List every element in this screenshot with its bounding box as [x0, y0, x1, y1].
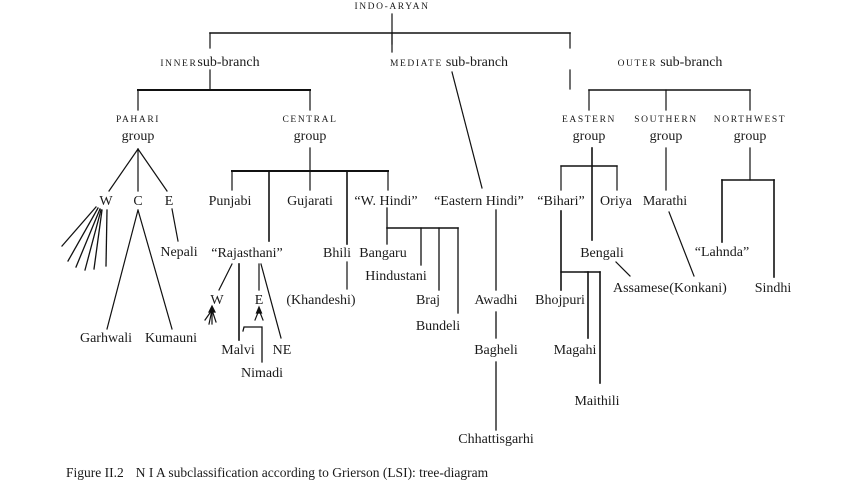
tree-edges: [61, 13, 775, 431]
node-braj: Braj: [416, 293, 440, 308]
node-malvi: Malvi: [221, 343, 255, 358]
node-bihari: “Bihari”: [537, 194, 584, 209]
figure-number: Figure II.2: [66, 465, 124, 480]
node-chhattisgarhi: Chhattisgarhi: [458, 432, 534, 447]
group-northwest-label: group: [734, 129, 767, 144]
node-assamese: Assamese: [613, 281, 669, 296]
edge-raj-ne: [260, 263, 282, 339]
figure-title: N I A subclassification according to Gri…: [136, 465, 489, 480]
node-hindustani: Hindustani: [365, 269, 427, 284]
node-khandeshi: (Khandeshi): [286, 293, 356, 308]
edge-e-nepali: [171, 208, 179, 242]
node-raj-w: W: [210, 293, 224, 308]
node-marathi: Marathi: [643, 194, 687, 209]
edge-pahari-w: [108, 148, 139, 192]
edge-raj-w: [218, 263, 233, 291]
node-w-hindi: “W. Hindi”: [354, 194, 417, 209]
raj-e-arrow: [254, 305, 264, 321]
node-awadhi: Awadhi: [474, 293, 517, 308]
group-central-caps: CENTRAL: [282, 115, 337, 125]
group-pahari-label: group: [122, 129, 155, 144]
node-pahari-w: W: [99, 194, 113, 209]
node-eastern-hindi: “Eastern Hindi”: [434, 194, 524, 209]
group-northwest-caps: NORTHWEST: [714, 115, 786, 125]
node-ne: NE: [273, 343, 292, 358]
group-eastern-label: group: [573, 129, 606, 144]
group-southern-label: group: [650, 129, 683, 144]
node-bundeli: Bundeli: [416, 319, 460, 334]
node-sindhi: Sindhi: [755, 281, 792, 296]
edge-pahari-e: [137, 148, 168, 192]
edge-nimadi: [242, 326, 263, 363]
group-central-label: group: [294, 129, 327, 144]
edge-bengali-assamese: [615, 261, 631, 277]
node-konkani: (Konkani): [669, 281, 727, 296]
node-bangaru: Bangaru: [359, 246, 406, 261]
figure-caption: Figure II.2 N I A subclassification accor…: [66, 465, 489, 480]
edge-mediate-eastern-hindi: [451, 71, 483, 189]
node-gujarati: Gujarati: [287, 194, 333, 209]
node-oriya: Oriya: [600, 194, 633, 209]
node-kumauni: Kumauni: [145, 331, 197, 346]
node-pahari-c: C: [133, 194, 142, 209]
node-bhili: Bhili: [323, 246, 351, 261]
node-bengali: Bengali: [580, 246, 624, 261]
node-pahari-e: E: [165, 194, 174, 209]
node-punjabi: Punjabi: [209, 194, 252, 209]
pahari-w-fan: [61, 206, 108, 271]
node-bagheli: Bagheli: [474, 343, 518, 358]
group-eastern-caps: EASTERN: [562, 115, 616, 125]
node-bhojpuri: Bhojpuri: [535, 293, 585, 308]
node-maithili: Maithili: [574, 394, 619, 409]
group-southern-caps: SOUTHERN: [634, 115, 697, 125]
node-rajasthani: “Rajasthani”: [211, 246, 283, 261]
node-nepali: Nepali: [160, 245, 197, 260]
edge-c-garhwali: [106, 209, 139, 330]
node-nimadi: Nimadi: [241, 366, 283, 381]
edge-marathi-konkani: [668, 211, 695, 277]
node-garhwali: Garhwali: [80, 331, 132, 346]
node-raj-e: E: [255, 293, 264, 308]
raj-w-fan: [204, 304, 217, 325]
group-pahari-caps: PAHARI: [116, 115, 160, 125]
node-magahi: Magahi: [554, 343, 597, 358]
edge-c-kumauni: [137, 209, 173, 330]
node-lahnda: “Lahnda”: [695, 245, 749, 260]
branch-inner-label: INNERsub-branch: [160, 55, 259, 70]
root-node-label: INDO-ARYAN: [354, 2, 429, 12]
